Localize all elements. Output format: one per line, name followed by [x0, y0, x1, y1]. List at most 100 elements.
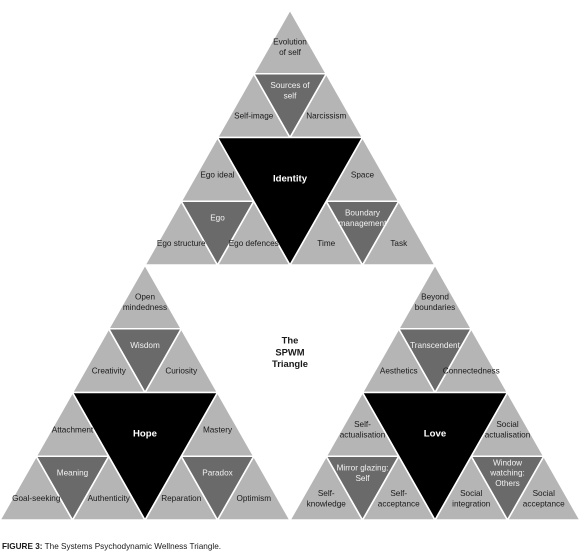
love-left-bottom-left-label-line: Self-	[318, 489, 335, 498]
love-left-center-label: Mirror glazing:Self	[337, 464, 389, 483]
identity-upper-left-label: Self-image	[234, 112, 274, 121]
identity-upper-center-cell	[252, 72, 328, 139]
love-right-top-label-line: Social	[496, 420, 518, 429]
identity-hub-label: Identity	[273, 174, 308, 185]
identity-left-center-label: Ego	[210, 214, 225, 223]
hope-right-center-label: Paradox	[202, 469, 233, 478]
love-right-bottom-left-label-line: integration	[452, 499, 491, 508]
hope-hub-label: Hope	[133, 429, 157, 440]
identity-upper-center-label-line: Sources of	[270, 81, 310, 90]
love-left-bottom-right-label: Self-acceptance	[378, 489, 420, 508]
hope-upper-left-label-line: Creativity	[92, 367, 127, 376]
love-upper-center-label: Transcendent	[410, 341, 460, 350]
hope-left-center-label-line: Meaning	[57, 469, 89, 478]
hope-left-top-label-line: Attachment	[52, 425, 94, 434]
figure-caption-text: The Systems Psychodynamic Wellness Trian…	[44, 542, 222, 551]
hope-left-bottom-left-label: Goal-seeking	[12, 494, 61, 503]
hope-left-center-cell	[35, 455, 110, 521]
figure-caption: FIGURE 3: The Systems Psychodynamic Well…	[2, 541, 578, 553]
love-right-center-label-line: watching:	[489, 469, 525, 478]
identity-left-center-cell	[180, 200, 255, 266]
love-right-top-label-line: actualisation	[485, 430, 531, 439]
love-upper-center-cell	[397, 327, 473, 394]
love-left-top-label: Self-actualisation	[340, 420, 386, 439]
love-left-top-label-line: Self-	[354, 420, 371, 429]
love-upper-right-label-line: Connectedness	[443, 367, 500, 376]
identity-upper-right-label-line: Narcissism	[306, 112, 346, 121]
love-upper-center-label-line: Transcendent	[410, 341, 460, 350]
love-right-center-label-line: Window	[493, 458, 522, 467]
hope-upper-right-label: Curiosity	[165, 367, 198, 376]
identity-upper-center-label-line: self	[284, 91, 297, 100]
hope-right-top-label: Mastery	[203, 425, 233, 434]
identity-left-bottom-left-label: Ego structure	[157, 239, 206, 248]
identity-right-bottom-left-label-line: Time	[317, 239, 335, 248]
love-right-bottom-right-label-line: acceptance	[523, 499, 565, 508]
hope-upper-center-label: Wisdom	[130, 341, 160, 350]
identity-right-bottom-left-label: Time	[317, 239, 335, 248]
identity-right-top-label: Space	[351, 170, 375, 179]
hope-upper-center-cell	[107, 327, 183, 394]
hope-right-bottom-right-label: Optimism	[236, 494, 271, 503]
identity-hub-label-line: Identity	[273, 174, 308, 185]
love-left-center-label-line: Self	[355, 474, 370, 483]
love-hub-label: Love	[424, 429, 446, 440]
love-right-center-cell	[470, 455, 545, 521]
love-left-bottom-right-label-line: Self-	[390, 489, 407, 498]
identity-left-top-label: Ego ideal	[200, 170, 234, 179]
hope-right-center-label-line: Paradox	[202, 469, 233, 478]
figure-label: FIGURE 3:	[2, 542, 43, 551]
love-upper-left-label: Aesthetics	[380, 367, 418, 376]
identity-right-bottom-right-label-line: Task	[390, 239, 408, 248]
hope-left-bottom-right-label-line: Authenticity	[88, 494, 131, 503]
identity-right-center-label-line: Boundary	[345, 209, 381, 218]
identity-right-bottom-right-label: Task	[390, 239, 408, 248]
identity-left-bottom-right-label: Ego defences	[229, 239, 279, 248]
hope-upper-left-label: Creativity	[92, 367, 127, 376]
love-right-bottom-right-label-line: Social	[533, 489, 555, 498]
hope-upper-right-label-line: Curiosity	[165, 367, 198, 376]
love-left-center-cell	[325, 455, 400, 521]
hope-right-bottom-left-label: Reparation	[161, 494, 202, 503]
hope-hub-label-line: Hope	[133, 429, 157, 440]
hope-right-top-label-line: Mastery	[203, 425, 233, 434]
identity-upper-top-label-line: of self	[279, 48, 302, 57]
center-label-line: The	[282, 335, 299, 346]
love-left-center-label-line: Mirror glazing:	[337, 464, 389, 473]
identity-upper-top-label-line: Evolution	[273, 38, 307, 47]
love-left-bottom-right-label-line: acceptance	[378, 499, 420, 508]
center-label-line: SPWM	[275, 346, 304, 357]
love-upper-left-label-line: Aesthetics	[380, 367, 418, 376]
hope-right-center-cell	[180, 455, 255, 521]
love-upper-right-label: Connectedness	[443, 367, 500, 376]
hope-left-top-label: Attachment	[52, 425, 94, 434]
love-right-bottom-left-label-line: Social	[460, 489, 482, 498]
identity-left-top-label-line: Ego ideal	[200, 170, 234, 179]
love-upper-top-label-line: Beyond	[421, 293, 449, 302]
love-left-top-label-line: actualisation	[340, 430, 386, 439]
love-upper-top-label-line: boundaries	[415, 303, 456, 312]
center-label-line: Triangle	[272, 358, 308, 369]
hope-left-bottom-right-label: Authenticity	[88, 494, 131, 503]
love-left-bottom-left-label-line: knowledge	[307, 499, 347, 508]
hope-left-center-label: Meaning	[57, 469, 89, 478]
identity-right-center-label-line: management	[339, 219, 388, 228]
identity-right-top-label-line: Space	[351, 170, 375, 179]
hope-left-bottom-left-label-line: Goal-seeking	[12, 494, 61, 503]
love-hub-label-line: Love	[424, 429, 446, 440]
identity-upper-left-label-line: Self-image	[234, 112, 274, 121]
identity-left-bottom-right-label-line: Ego defences	[229, 239, 279, 248]
identity-right-center-cell	[325, 200, 400, 266]
hope-upper-center-label-line: Wisdom	[130, 341, 160, 350]
